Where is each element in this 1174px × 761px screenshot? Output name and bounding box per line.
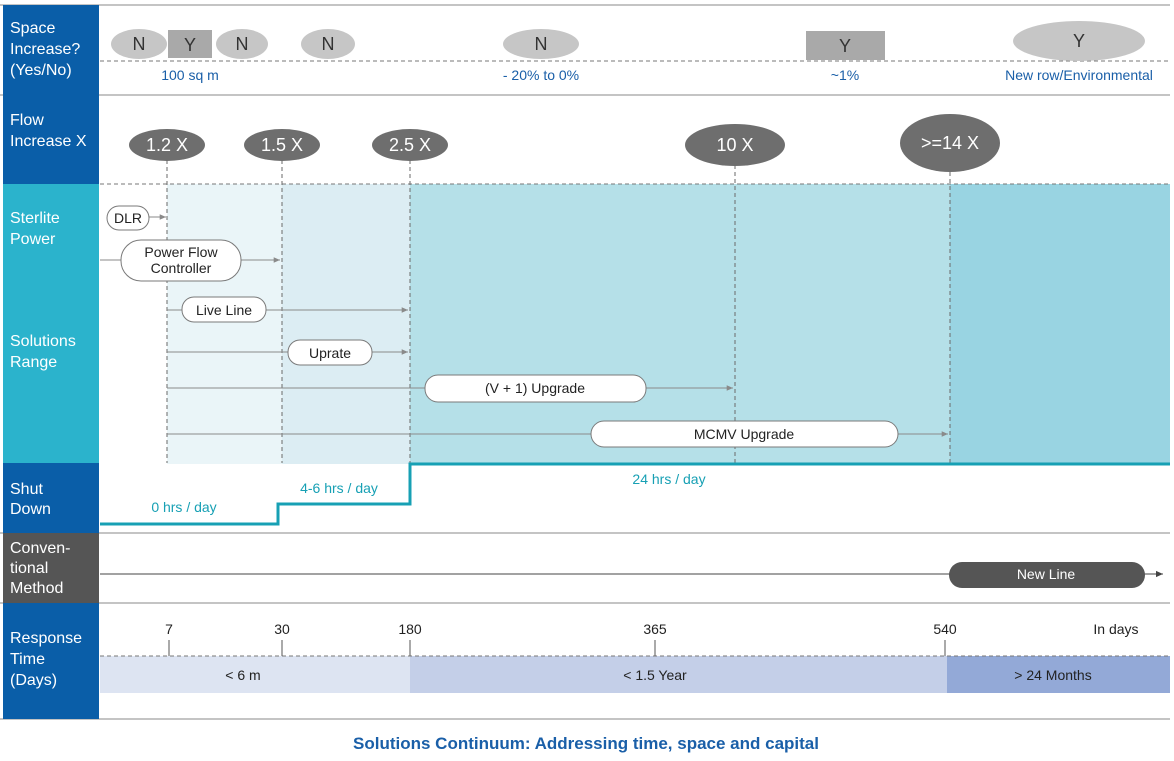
space-marker-1-text: N [133,34,146,54]
space-marker-6-text: Y [839,36,851,56]
solution-pill-mcmv [590,420,899,448]
space-marker-4-text: N [322,34,335,54]
space-marker-7 [1013,21,1145,61]
diagram-caption: Solutions Continuum: Addressing time, sp… [353,734,819,753]
flow-marker-4 [685,124,785,166]
response-tick-30: 30 [274,621,290,637]
solution-dlr-text: DLR [114,210,142,226]
space-marker-2 [168,30,212,58]
response-label-line-3: (Days) [10,672,57,689]
shutdown-step-line [100,462,1170,526]
space-marker-3 [216,29,268,59]
space-marker-6 [806,31,885,60]
range-shade-2 [282,184,410,464]
conventional-label-line-2: tional [10,560,48,577]
new-line-text: New Line [1017,566,1076,582]
flow-marker-3-text: 2.5 X [389,135,431,155]
response-label-line-2: Time [10,651,45,668]
solution-pfc-text-2: Controller [151,260,212,276]
row-dividers [0,4,1170,720]
response-band-3 [947,656,1170,693]
header-flow [3,95,99,184]
flow-marker-5 [900,114,1000,172]
solution-v1-text: (V + 1) Upgrade [485,380,585,396]
response-unit: In days [1093,621,1138,637]
solution-mcmv-text: MCMV Upgrade [694,426,795,442]
new-line-bar [949,562,1145,588]
flow-marker-1 [129,129,205,161]
space-label-line-2: Increase? [10,41,80,58]
space-label-line-3: (Yes/No) [10,62,72,79]
solution-pill-dlr [106,205,150,231]
shutdown-label-line-1: Shut [10,481,43,498]
space-note-1: 100 sq m [161,67,219,83]
space-marker-2-text: Y [184,35,196,55]
shutdown-label-2: 24 hrs / day [632,471,705,487]
space-label-line-1: Space [10,20,55,37]
solution-uprate-text: Uprate [309,345,351,361]
space-marker-7-text: Y [1073,31,1085,51]
space-marker-4 [301,29,355,59]
response-band-1 [100,656,410,693]
flow-marker-2-text: 1.5 X [261,135,303,155]
solution-pill-v1 [424,374,647,403]
solutions-label-top-1: Sterlite [10,210,60,227]
solution-pill-uprate [287,339,373,366]
shutdown-label-line-2: Down [10,501,51,518]
response-band-3-text: > 24 Months [1014,667,1091,683]
flow-marker-3 [372,129,448,161]
solutions-continuum-diagram: Space Increase? (Yes/No) Flow Increase X… [0,4,1170,720]
response-band-2-text: < 1.5 Year [623,667,687,683]
response-band-1-text: < 6 m [225,667,260,683]
range-shade-3 [410,184,950,464]
space-markers [111,21,1145,61]
response-label-line-1: Response [10,630,82,647]
solution-pfc-text-1: Power Flow [144,244,218,260]
conventional-label-line-1: Conven- [10,540,70,557]
response-tick-365: 365 [643,621,667,637]
flow-marker-4-text: 10 X [716,135,753,155]
flow-label-line-1: Flow [10,112,44,129]
range-shade-1 [167,184,282,464]
range-shade-4 [950,184,1170,464]
solution-live-line-text: Live Line [196,302,252,318]
response-tick-180: 180 [398,621,422,637]
conventional-label-line-3: Method [10,580,63,597]
flow-marker-1-text: 1.2 X [146,135,188,155]
response-tick-marks [168,640,946,656]
space-note-4: New row/Environmental [1005,67,1153,83]
response-band-2 [410,656,947,693]
space-marker-1 [111,29,167,59]
solution-pill-live-line [181,296,267,323]
solution-pill-pfc [120,239,242,282]
response-tick-540: 540 [933,621,957,637]
solutions-label-top-2: Power [10,231,56,248]
vertical-guides [166,160,951,463]
space-marker-5 [503,29,579,59]
space-marker-3-text: N [236,34,249,54]
shutdown-label-0: 0 hrs / day [151,499,216,515]
solution-pills [106,205,899,448]
flow-label-line-2: Increase X [10,133,87,150]
response-tick-7: 7 [165,621,173,637]
solutions-label-bottom-2: Range [10,354,57,371]
shutdown-label-1: 4-6 hrs / day [300,480,378,496]
header-response [3,603,99,719]
header-shutdown [3,463,99,533]
space-note-3: ~1% [831,67,859,83]
header-conventional [3,533,99,603]
header-solutions [3,184,99,463]
space-note-2: - 20% to 0% [503,67,579,83]
space-marker-5-text: N [535,34,548,54]
flow-markers [129,114,1000,172]
flow-marker-5-text: >=14 X [921,133,979,153]
flow-marker-2 [244,129,320,161]
header-space [3,5,99,95]
solutions-label-bottom-1: Solutions [10,333,76,350]
